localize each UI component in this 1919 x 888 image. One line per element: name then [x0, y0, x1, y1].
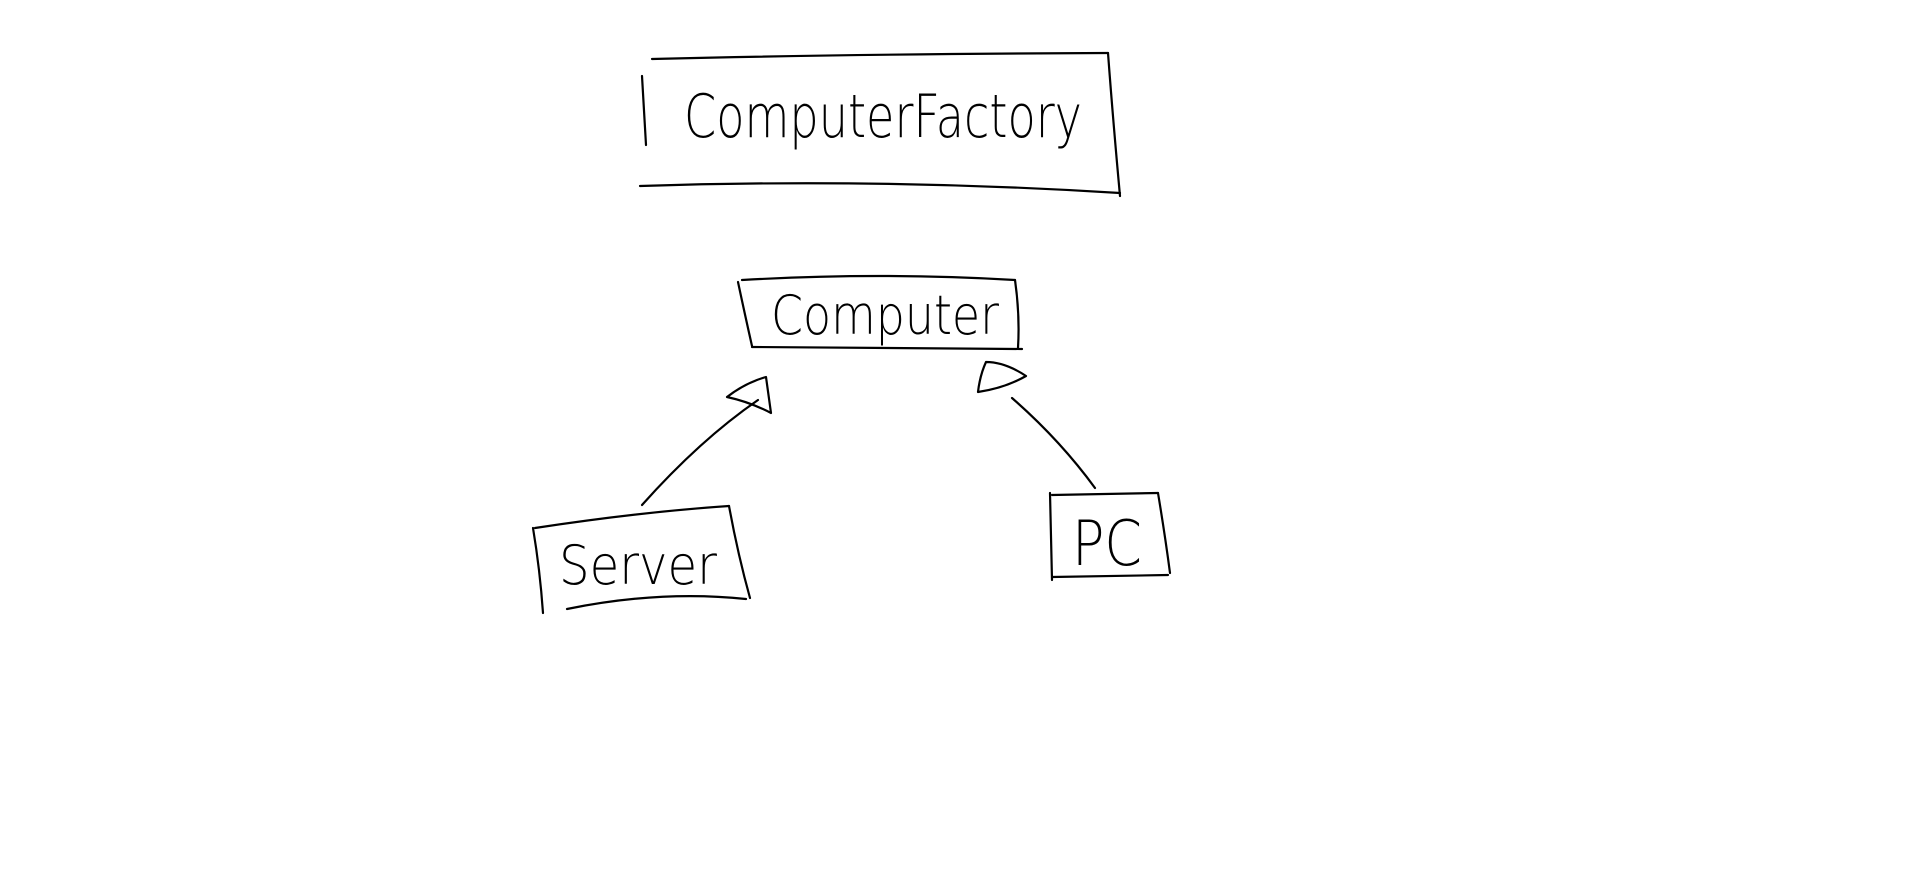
- computer-box: [736, 274, 1024, 351]
- pc-edge-line: [1010, 396, 1097, 490]
- server-inheritance-arrow: [725, 375, 773, 415]
- server-edge-line: [640, 398, 760, 507]
- server-to-computer-edge: [640, 375, 773, 507]
- computer-factory-box: [638, 51, 1122, 198]
- pc-label: PC: [1072, 507, 1142, 580]
- server-box: [531, 504, 752, 615]
- pc-box: [1048, 491, 1172, 582]
- computer-label: Computer: [771, 284, 1000, 347]
- computer-factory-label: ComputerFactory: [684, 82, 1082, 152]
- server-label: Server: [559, 534, 718, 597]
- pc-to-computer-edge: [976, 360, 1097, 490]
- pc-inheritance-arrow: [976, 360, 1028, 394]
